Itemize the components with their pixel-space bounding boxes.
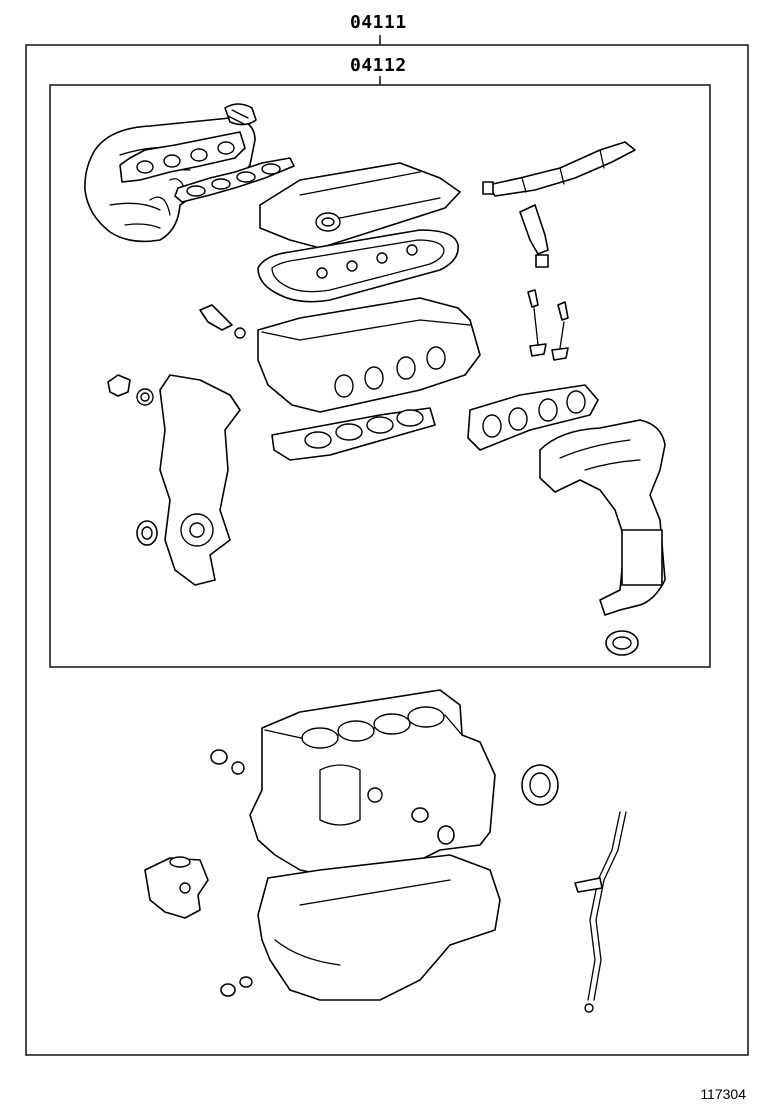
exhaust-pipe-gasket-icon [605,630,639,656]
crankshaft-front-oil-seal-icon [136,520,158,546]
outer-kit-part-number[interactable]: 04111 [350,12,407,33]
block-plugs-icon [210,749,455,997]
cylinder-head-gasket-icon [271,407,436,461]
cylinder-block-icon [249,689,496,877]
head-cover-gasket-icon [257,229,459,303]
intake-manifold-gasket-icon [174,157,295,203]
camshaft-sensor-icon [199,304,246,339]
cylinder-head-icon [257,297,481,413]
fuel-rail-icon [482,141,636,197]
cylinder-head-cover-icon [259,162,461,249]
oil-pan-icon [257,854,501,1001]
timing-chain-cover-icon [159,374,241,586]
figure-number: 117304 [700,1086,746,1102]
valves-icon [527,289,569,361]
water-pump-icon [144,856,209,919]
outer-kit-frame [25,44,749,1056]
small-seals-icon [107,374,154,406]
exhaust-manifold-gasket-icon [467,384,599,451]
manifold-flange-gasket-icon [119,131,246,183]
inner-kit-frame [49,84,711,668]
inner-kit-part-number[interactable]: 04112 [350,55,407,76]
fuel-injector-icon [519,204,549,268]
oil-dipstick-guide-icon [574,811,627,1013]
rear-oil-seal-icon [521,764,559,806]
exhaust-manifold-icon [539,419,666,616]
oil-filler-cap-icon [224,103,257,126]
